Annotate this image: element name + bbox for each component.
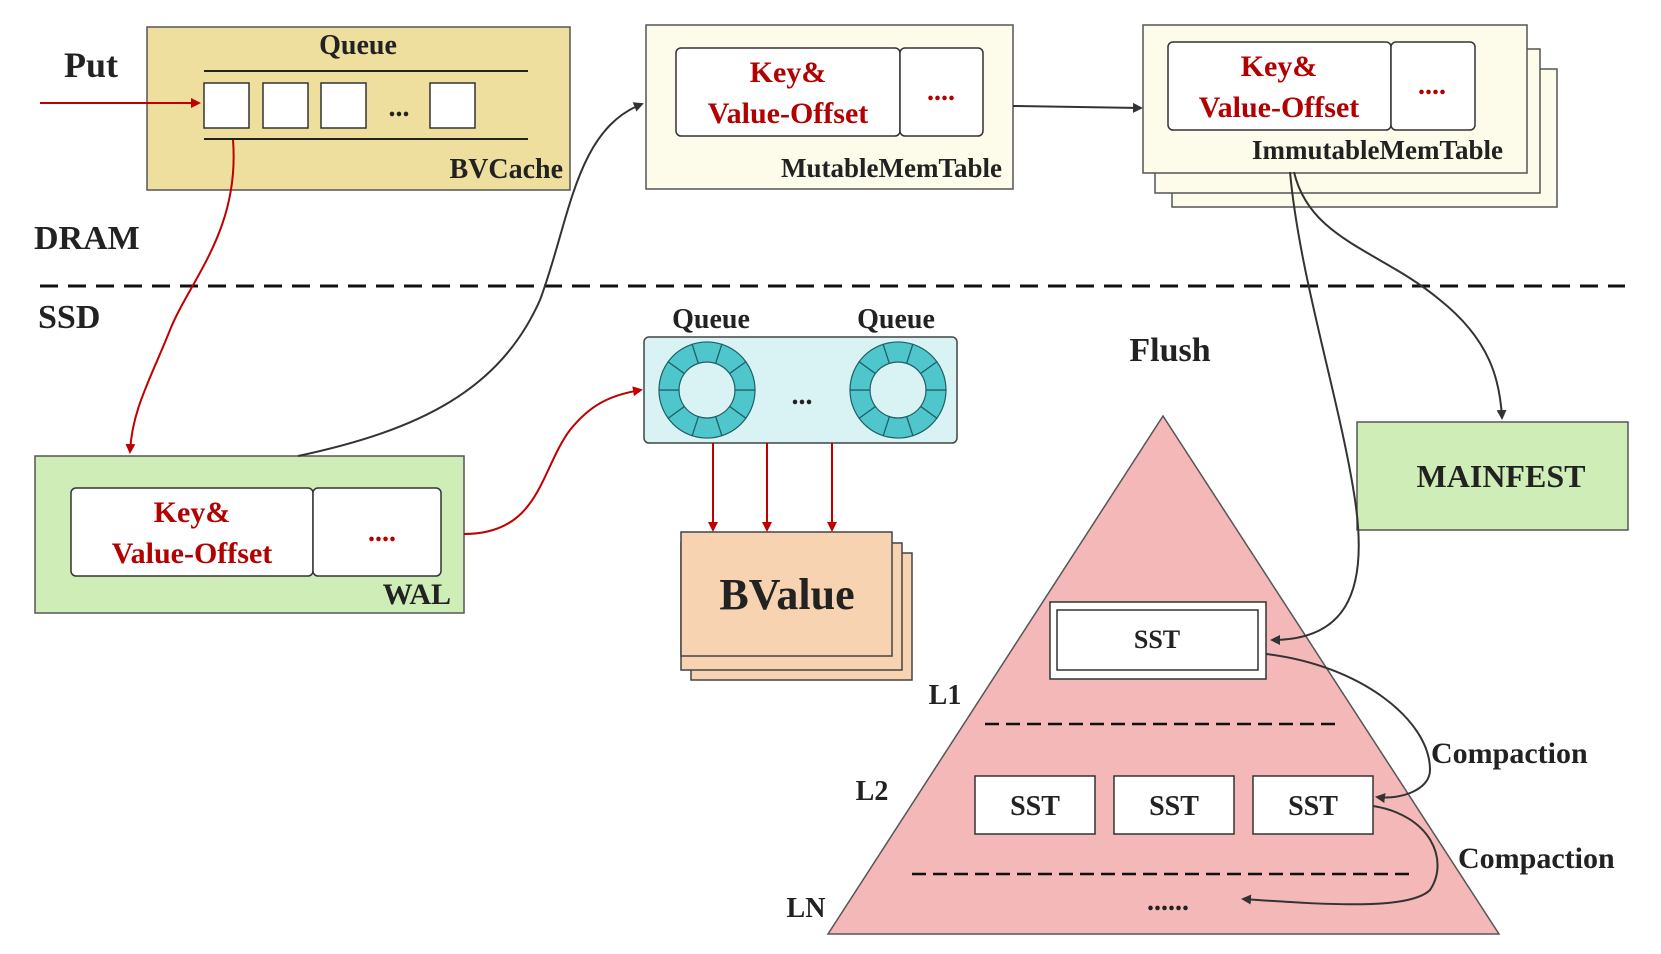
mutable-ellipsis: ....: [927, 76, 955, 107]
bvalue-box: [680, 531, 893, 657]
ring-buffer-right: [849, 341, 947, 439]
level-ln-label: LN: [787, 893, 826, 924]
queue-slot: [203, 82, 250, 129]
ring-segment: [919, 360, 947, 391]
dram-label: DRAM: [34, 220, 140, 257]
mutable-to-immutable-arrow: [1012, 102, 1143, 113]
bvcache-queue-label: Queue: [319, 30, 397, 61]
queue-slot: [262, 82, 309, 129]
ring-buffer-left: [658, 341, 756, 439]
put-label: Put: [64, 45, 118, 85]
bvcache-queue-ellipsis: ...: [389, 92, 410, 123]
wal-to-mutable-arrow: [297, 102, 644, 457]
immutable-to-manifest-arrow: [1293, 171, 1507, 420]
wal-ellipsis: ....: [368, 517, 396, 548]
sst-l1: [1056, 609, 1259, 671]
bvcache-block: Queue ... BVCache: [146, 26, 571, 191]
wal-key-line1: Key&: [154, 496, 231, 529]
immutable-memtable-stack: Key& Value-Offset .... ImmutableMemTable: [1142, 24, 1558, 208]
wal-name: WAL: [383, 578, 451, 611]
wal-key-line2: Value-Offset: [112, 537, 273, 570]
sst-l2-label: SST: [1288, 791, 1338, 822]
immutable-ellipsis-cell: [1390, 41, 1476, 131]
flush-label: Flush: [1129, 332, 1210, 369]
compaction-arrow-l1-l2: [1265, 653, 1432, 803]
wal-to-queues-arrow: [463, 386, 643, 535]
wal-block: Key& Value-Offset .... WAL: [34, 455, 465, 614]
mutable-memtable-block: Key& Value-Offset .... MutableMemTable: [645, 24, 1014, 190]
manifest-box: [1356, 421, 1629, 531]
queues-block: Queue Queue ...: [643, 304, 958, 444]
mutable-memtable-name: MutableMemTable: [781, 153, 1002, 183]
bvalue-name: BValue: [719, 570, 854, 619]
mutable-key-line1: Key&: [750, 56, 827, 89]
mutable-key-line2: Value-Offset: [708, 97, 869, 130]
sst-l2: [1252, 775, 1374, 835]
immutable-ellipsis: ....: [1418, 70, 1446, 101]
queue-left-label: Queue: [672, 304, 750, 335]
compaction-label-2: Compaction: [1458, 842, 1615, 875]
ring-segment: [728, 360, 756, 391]
immutable-key-line1: Key&: [1241, 50, 1318, 83]
sst-l2-label: SST: [1010, 791, 1060, 822]
immutable-key-line2: Value-Offset: [1199, 91, 1360, 124]
sst-l2-label: SST: [1149, 791, 1199, 822]
compaction-arrow-l2-ln: [1241, 805, 1439, 906]
bvalue-stack: BValue: [680, 531, 913, 681]
sst-l2: [1113, 775, 1235, 835]
bvcache-name: BVCache: [449, 154, 563, 185]
compaction-label-1: Compaction: [1431, 737, 1588, 770]
queue-right-label: Queue: [857, 304, 935, 335]
bvcache-to-wal-arrow: [125, 139, 235, 454]
flush-arrow: [1270, 171, 1360, 645]
queue-slot: [429, 82, 476, 129]
lsm-pyramid: SST L1 SST SST SST L2 LN ......: [787, 414, 1501, 935]
mutable-ellipsis-cell: [899, 47, 984, 137]
lsm-bottom-ellipsis: ......: [1147, 886, 1189, 917]
sst-l2: [974, 775, 1096, 835]
queue-slot: [320, 82, 367, 129]
manifest-name: MAINFEST: [1417, 458, 1586, 494]
ssd-label: SSD: [38, 299, 100, 336]
level-l2-label: L2: [856, 776, 889, 807]
wal-ellipsis-cell: [312, 487, 442, 577]
queues-ellipsis: ...: [792, 380, 813, 411]
immutable-memtable-name: ImmutableMemTable: [1252, 135, 1503, 165]
level-l1-label: L1: [929, 680, 962, 711]
sst-l1-label: SST: [1134, 625, 1180, 654]
